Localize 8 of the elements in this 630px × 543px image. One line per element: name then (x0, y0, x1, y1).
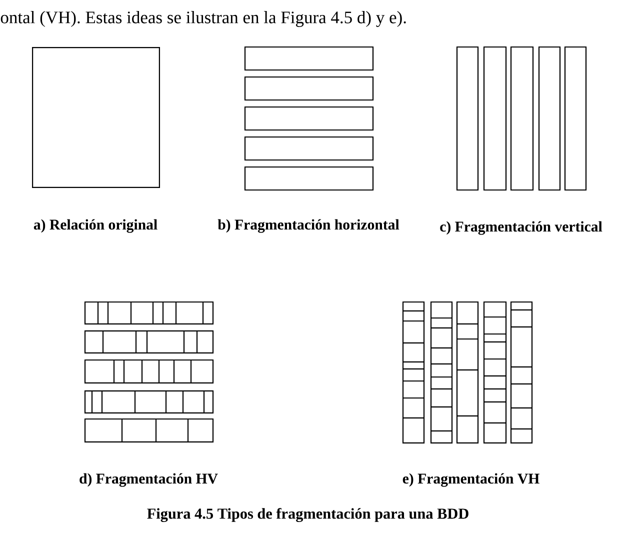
panel-caption: a) Relación original (34, 219, 158, 233)
panel-caption: d) Fragmentación HV (80, 473, 218, 487)
table-rectangle (32, 47, 160, 188)
panel-caption: c) Fragmentación vertical (440, 221, 602, 235)
body-text: ontal (VH). Estas ideas se ilustran en la Figura 4.5 d) y e). (0, 11, 406, 27)
figure-caption: Figura 4.5 Tipos de fragmentación para una BDD (147, 508, 468, 522)
panel-caption: e) Fragmentación VH (402, 473, 540, 487)
panel-caption: b) Fragmentación horizontal (218, 219, 400, 233)
